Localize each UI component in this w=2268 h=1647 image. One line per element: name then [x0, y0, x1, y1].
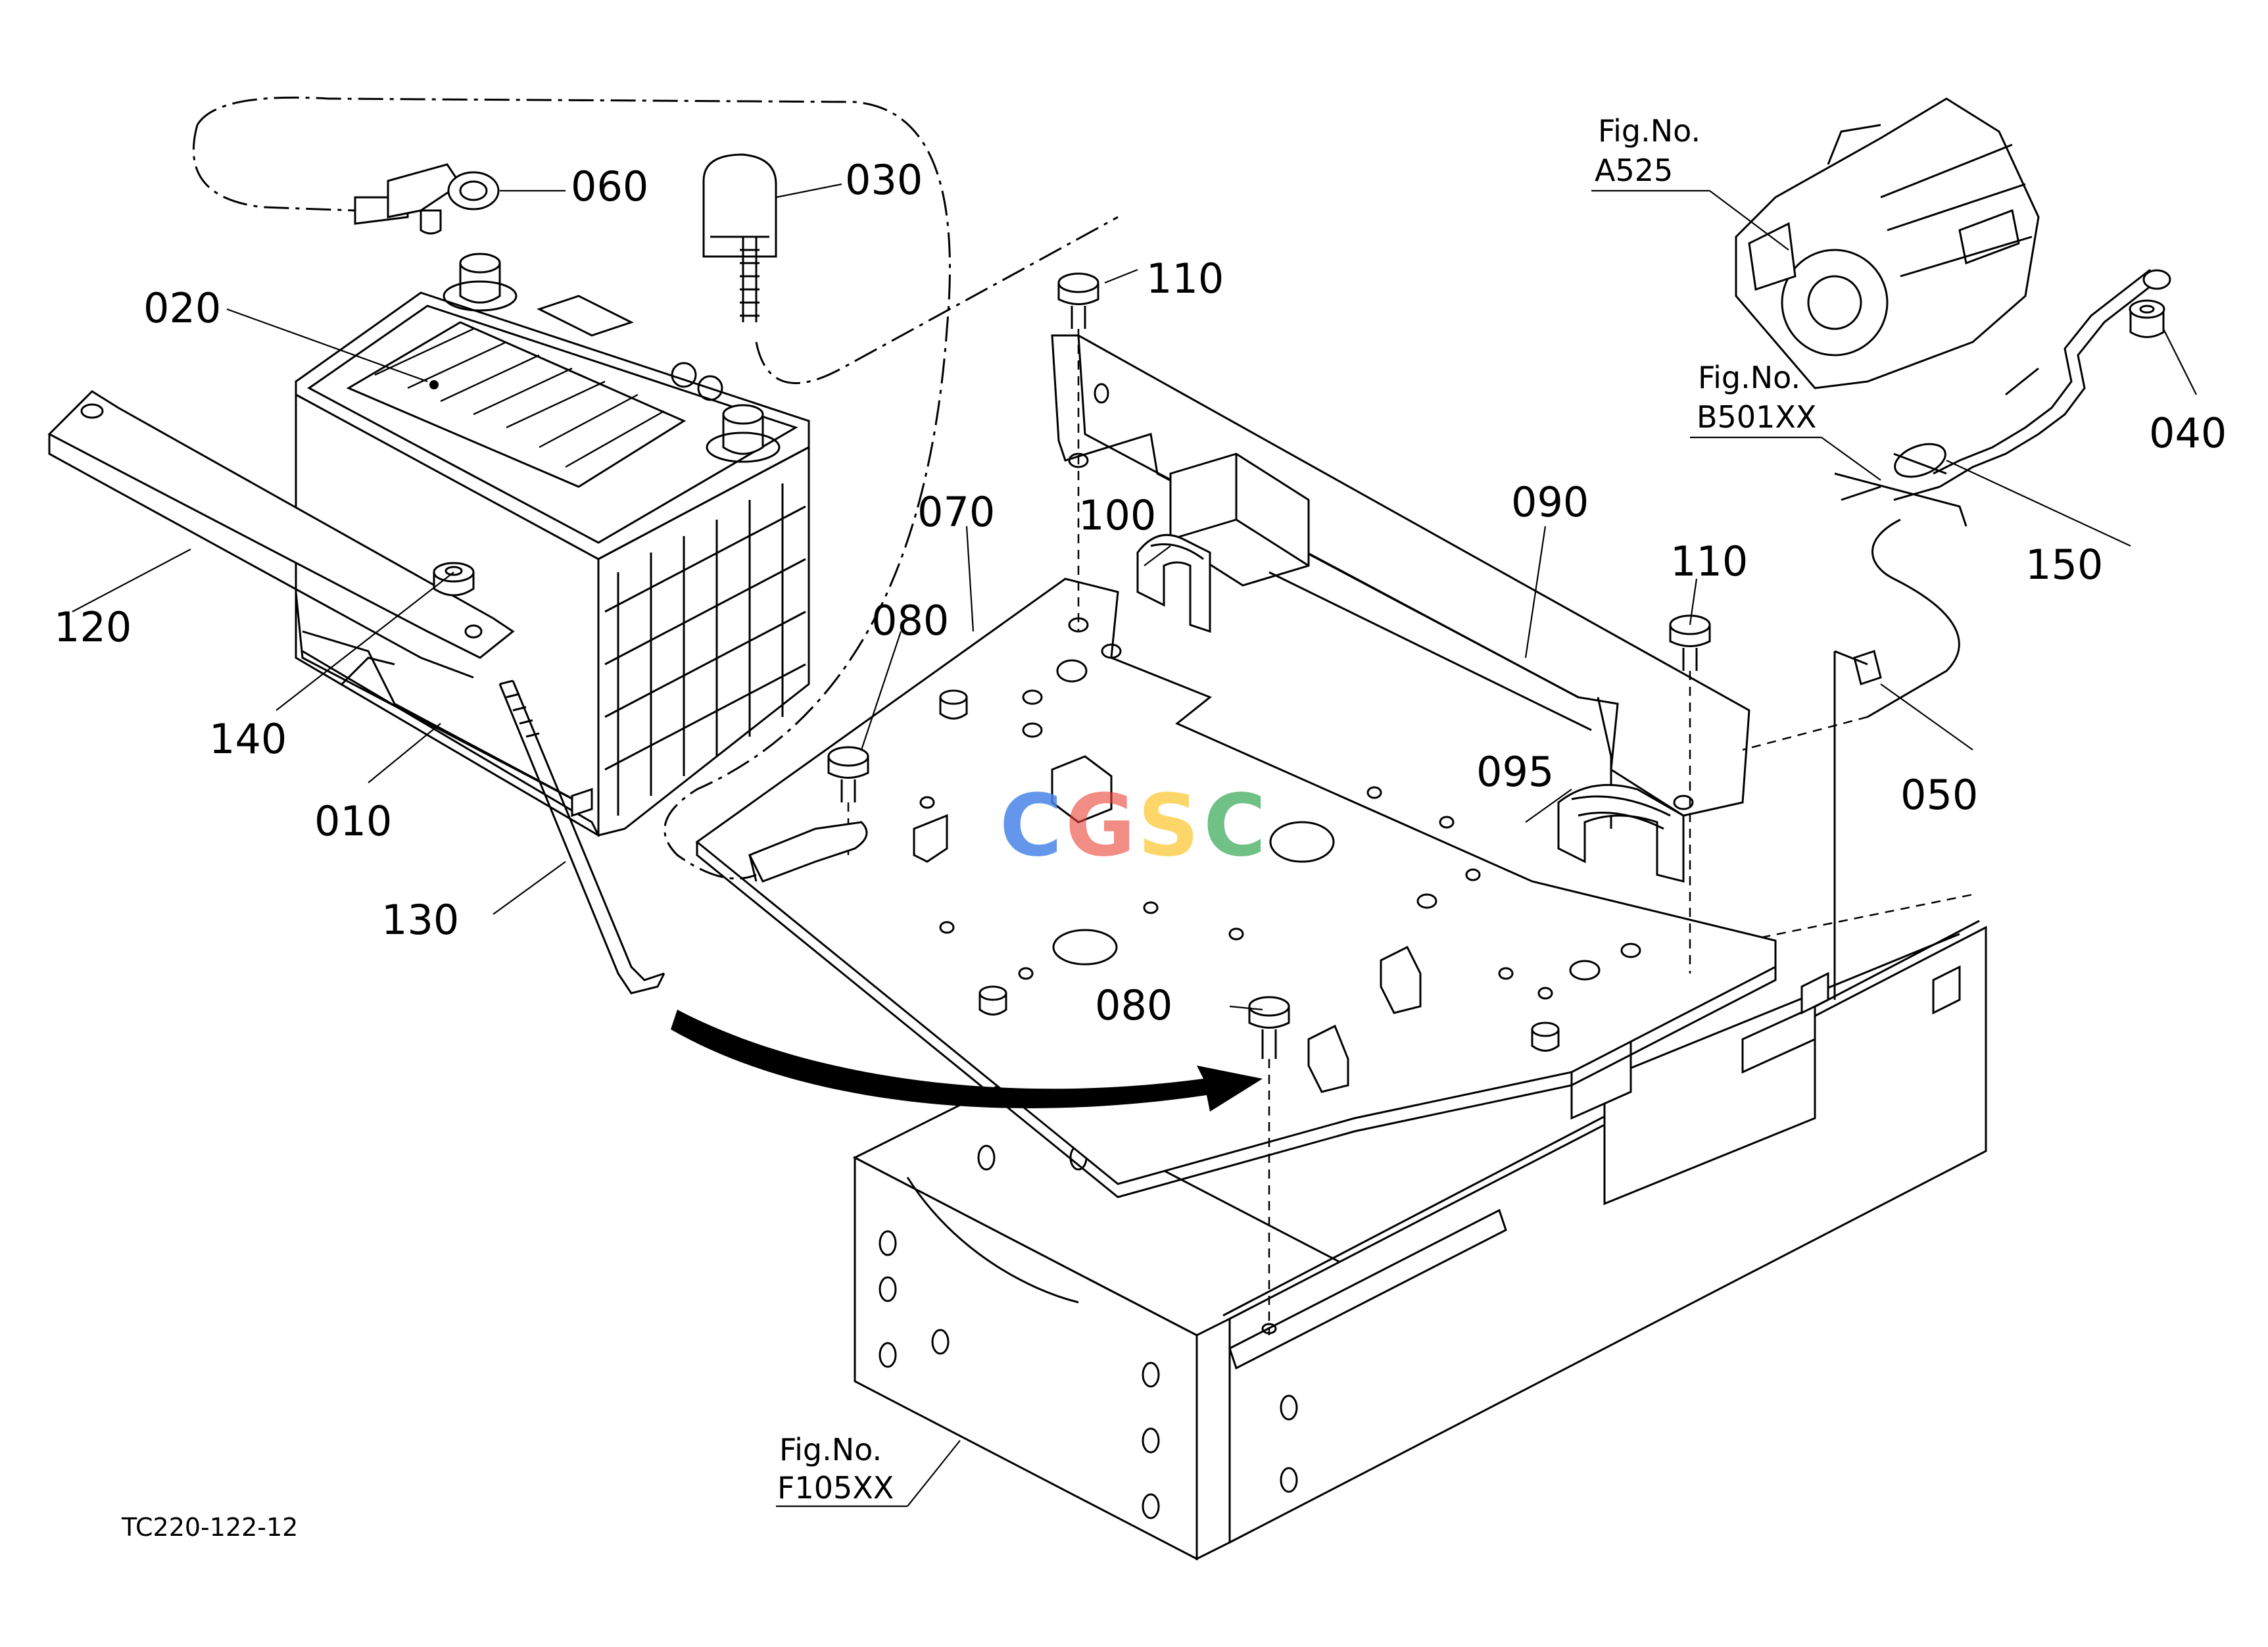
fig-ref-f105-label: Fig.No. — [779, 1432, 882, 1467]
negative-cable-terminal — [702, 153, 1119, 384]
starter-cable — [1742, 268, 2171, 751]
watermark-letter-3: S — [1138, 775, 1199, 875]
callout-110-right: 110 — [1670, 537, 1748, 585]
watermark-letter-1: C — [1000, 775, 1062, 875]
fig-ref-f105-number: F105XX — [777, 1470, 894, 1506]
callout-080-upper: 080 — [871, 597, 949, 645]
leader-lines — [72, 183, 2197, 1508]
callout-040: 040 — [2149, 409, 2227, 457]
fig-ref-b501-label: Fig.No. — [1698, 360, 1800, 395]
wing-nut — [433, 562, 475, 597]
callout-060: 060 — [571, 162, 648, 210]
positive-cable-terminal — [192, 96, 951, 880]
callout-150: 150 — [2025, 541, 2103, 589]
battery-plate — [695, 578, 1777, 1198]
assembly-arrow — [671, 1010, 1263, 1112]
fig-ref-b501-number: B501XX — [1697, 399, 1816, 435]
nut-040 — [2129, 299, 2165, 338]
watermark-letter-4: C — [1203, 775, 1266, 875]
callout-100: 100 — [1078, 491, 1156, 539]
bolt-080-upper — [748, 746, 869, 883]
bolt-110-right — [1669, 614, 1711, 973]
drawing-code: TC220-122-12 — [121, 1513, 298, 1542]
callout-130: 130 — [381, 896, 459, 944]
bolt-110-left — [1057, 272, 1099, 631]
label-hatch — [374, 328, 665, 468]
callout-030: 030 — [845, 156, 923, 204]
cable-tie-150 — [1893, 443, 1947, 478]
callout-090: 090 — [1511, 478, 1589, 526]
fig-ref-a525-number: A525 — [1595, 153, 1673, 188]
starter-motor — [1735, 97, 2040, 389]
battery — [295, 253, 810, 837]
bolt-080-lower — [1248, 996, 1290, 1335]
callout-080-lower: 080 — [1095, 981, 1172, 1029]
callout-120: 120 — [54, 603, 132, 651]
callout-070: 070 — [917, 488, 995, 536]
callout-020: 020 — [143, 284, 221, 332]
fig-ref-a525-label: Fig.No. — [1598, 113, 1701, 149]
callout-095: 095 — [1476, 748, 1554, 796]
callout-010: 010 — [314, 797, 392, 845]
watermark-letter-2: G — [1065, 775, 1136, 875]
cable-clamp-095 — [1557, 783, 1685, 883]
watermark-cgsc: C G S C — [1000, 775, 1266, 875]
clip-050 — [1833, 650, 1882, 1000]
callout-140: 140 — [209, 715, 287, 763]
chassis-frame — [852, 893, 1987, 1561]
callout-110-left: 110 — [1146, 255, 1224, 303]
callout-050: 050 — [1900, 771, 1978, 819]
battery-side-grid — [604, 483, 806, 816]
hold-down-rod — [498, 679, 665, 995]
cable-clamp-100 — [1136, 533, 1211, 633]
hold-down-bar — [47, 390, 515, 679]
